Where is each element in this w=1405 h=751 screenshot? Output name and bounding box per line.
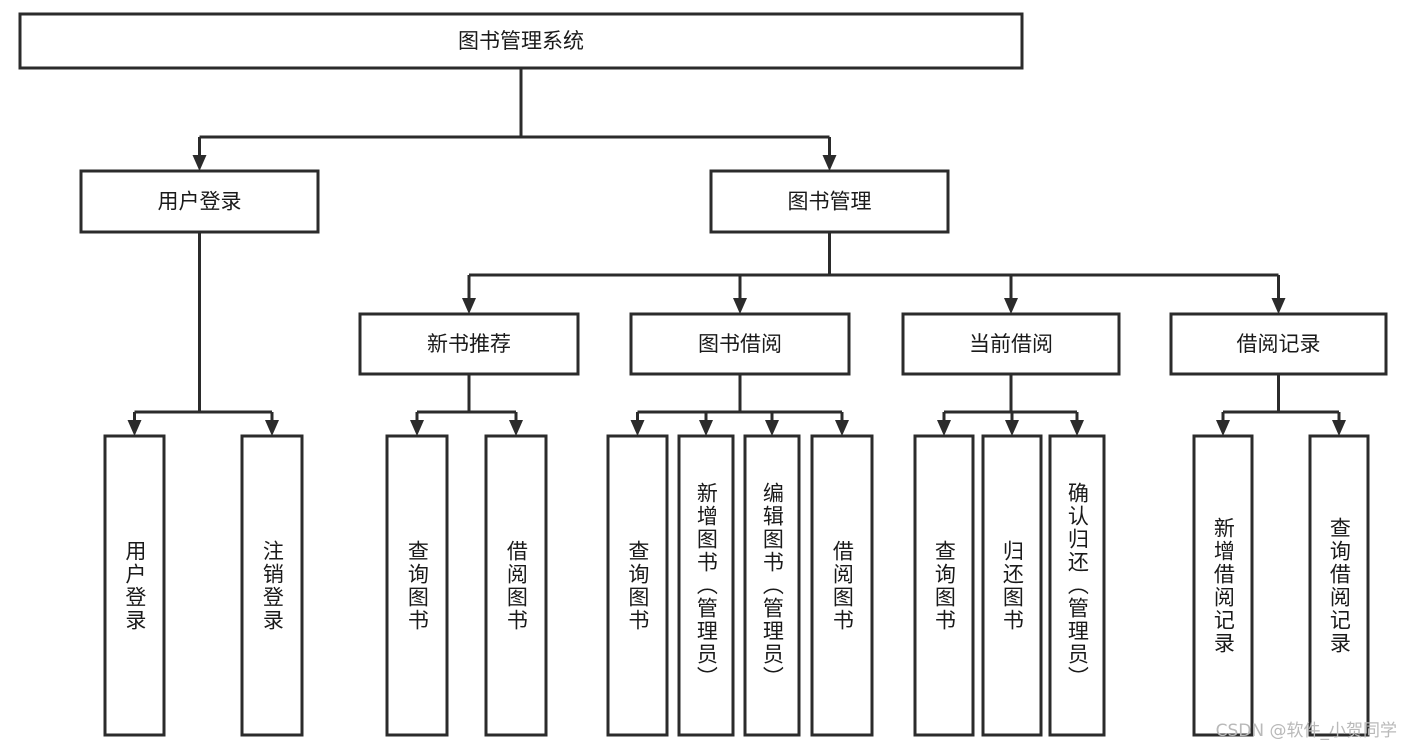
arrow-head <box>410 420 424 436</box>
arrow-head <box>765 420 779 436</box>
node-box-leaf-query-record[interactable] <box>1308 434 1370 737</box>
node-box-book-borrow[interactable] <box>629 312 851 376</box>
arrow-head <box>822 155 837 171</box>
arrow-head <box>192 155 207 171</box>
node-label-borrow-record: 借阅记录 <box>1237 332 1321 356</box>
arrow-head <box>265 420 279 436</box>
node-box-leaf-query-book-rec[interactable] <box>385 434 449 737</box>
box-layer <box>18 12 1388 737</box>
arrow-head <box>462 298 476 314</box>
arrow-head <box>699 420 713 436</box>
arrow-head <box>1005 420 1019 436</box>
node-box-leaf-borrow-book-rec[interactable] <box>484 434 548 737</box>
arrow-head <box>835 420 849 436</box>
arrow-head <box>1216 420 1230 436</box>
node-box-leaf-user-login[interactable] <box>103 434 166 737</box>
arrow-head <box>1271 298 1286 314</box>
node-box-leaf-borrow-book[interactable] <box>810 434 874 737</box>
node-box-root[interactable] <box>18 12 1024 70</box>
arrow-head <box>509 420 523 436</box>
arrow-head <box>630 420 645 436</box>
arrow-head <box>733 298 747 314</box>
node-box-book-manage[interactable] <box>709 169 950 234</box>
arrow-head <box>1004 298 1018 314</box>
node-box-leaf-query-book-current[interactable] <box>913 434 975 737</box>
node-box-leaf-add-record[interactable] <box>1192 434 1254 737</box>
node-label-root: 图书管理系统 <box>458 29 584 53</box>
arrow-head <box>1070 420 1084 436</box>
node-label-current-borrow: 当前借阅 <box>969 332 1053 356</box>
arrow-head <box>127 420 142 436</box>
node-box-user-login[interactable] <box>79 169 320 234</box>
node-box-leaf-add-book[interactable] <box>677 434 735 737</box>
csdn-watermark: CSDN @软件_小贺同学 <box>1215 721 1397 741</box>
node-box-borrow-record[interactable] <box>1169 312 1388 376</box>
node-label-user-login: 用户登录 <box>158 190 242 214</box>
node-box-leaf-query-book-borrow[interactable] <box>606 434 669 737</box>
connector-layer <box>127 68 1346 436</box>
node-label-new-book-rec: 新书推荐 <box>427 332 511 356</box>
node-box-leaf-logout[interactable] <box>240 434 304 737</box>
node-label-book-manage: 图书管理 <box>788 190 872 214</box>
node-box-new-book-rec[interactable] <box>358 312 580 376</box>
arrow-head <box>937 420 951 436</box>
node-box-current-borrow[interactable] <box>901 312 1121 376</box>
node-label-book-borrow: 图书借阅 <box>698 332 782 356</box>
node-box-leaf-edit-book[interactable] <box>743 434 801 737</box>
node-box-leaf-return-book[interactable] <box>981 434 1043 737</box>
arrow-head <box>1332 420 1346 436</box>
node-box-leaf-confirm-return[interactable] <box>1048 434 1106 737</box>
